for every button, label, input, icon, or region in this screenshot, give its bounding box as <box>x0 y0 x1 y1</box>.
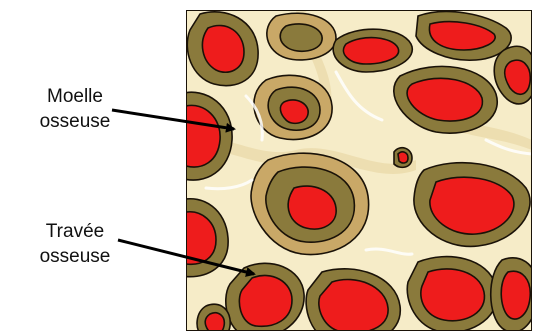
arrow-trabecula <box>118 240 254 274</box>
arrow-bone-marrow <box>112 110 234 129</box>
